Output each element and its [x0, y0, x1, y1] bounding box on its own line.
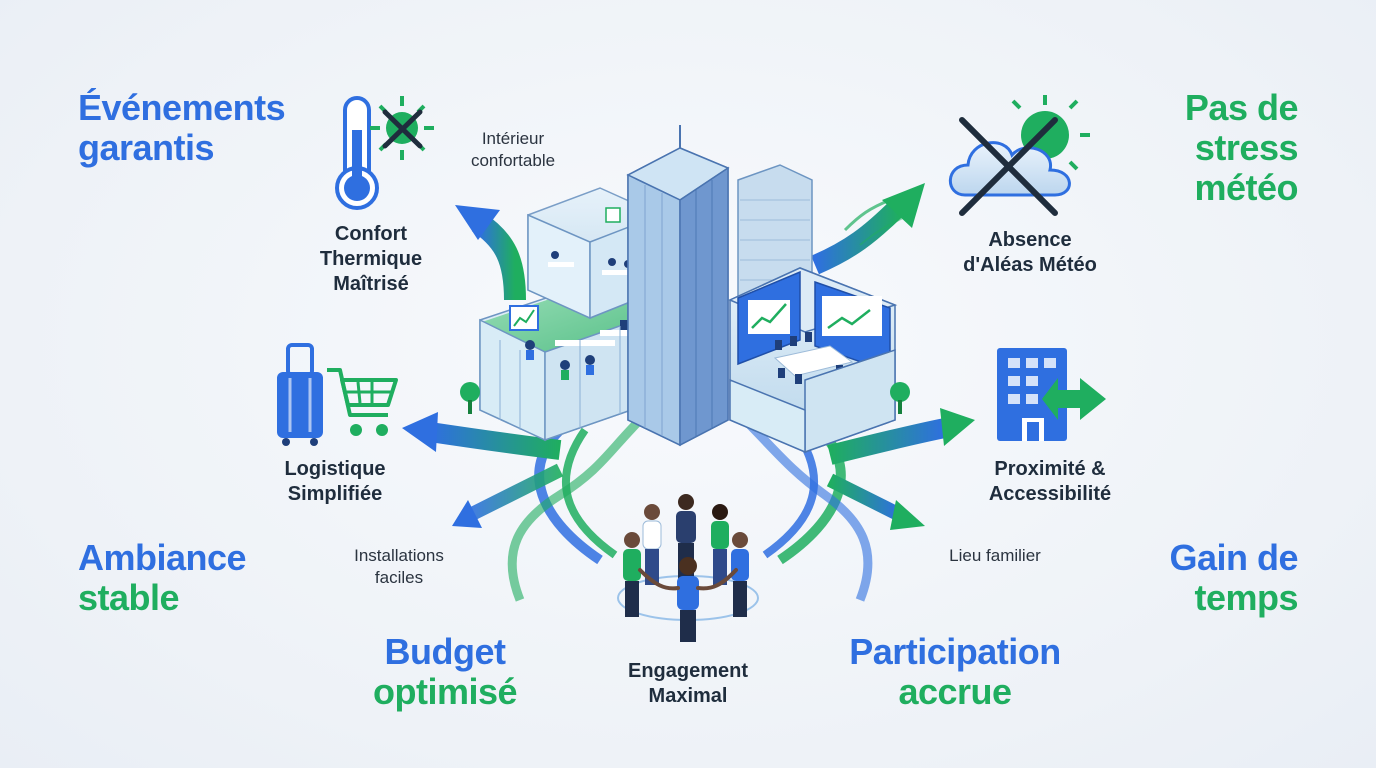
headline-weather-line1: Pas de: [1184, 87, 1299, 128]
feature-logistics-line2: Simplifiée: [287, 483, 383, 505]
feature-proximity: Proximité & Accessibilité: [965, 457, 1135, 507]
feature-logistics: Logistique Simplifiée: [260, 457, 410, 507]
headline-ambiance-line2: stable: [78, 577, 180, 618]
note-interior: Intérieur confortable: [448, 128, 578, 172]
arrow-to-proximity: [826, 408, 975, 530]
feature-logistics-line1: Logistique: [284, 458, 386, 480]
people-circle-icon: [617, 494, 759, 642]
arrow-to-thermal: [455, 205, 526, 301]
feature-engagement: Engagement Maximal: [603, 659, 773, 709]
headline-ambiance: Ambiance stable: [78, 537, 247, 618]
feature-engagement-line1: Engagement: [627, 660, 749, 682]
headline-time: Gain de temps: [1169, 538, 1298, 618]
headline-time-line1: Gain de: [1169, 537, 1298, 578]
headline-participation: Participation accrue: [820, 632, 1090, 712]
feature-weather-free: Absence d'Aléas Météo: [940, 228, 1120, 278]
note-interior-line2: confortable: [470, 151, 556, 170]
headline-participation-line2: accrue: [898, 671, 1012, 712]
office-building-illustration: [460, 125, 910, 454]
headline-participation-line1: Participation: [849, 631, 1061, 672]
feature-weather-free-line1: Absence: [988, 229, 1072, 251]
feature-weather-free-line2: d'Aléas Météo: [963, 254, 1097, 276]
feature-engagement-line2: Maximal: [648, 685, 728, 707]
headline-ambiance-line1: Ambiance: [78, 537, 247, 578]
no-sun-icon: [370, 96, 434, 160]
headline-events: Événements garantis: [78, 87, 286, 168]
arrow-to-weather: [811, 183, 925, 275]
headline-budget-line1: Budget: [384, 631, 506, 672]
note-interior-line1: Intérieur: [481, 129, 545, 148]
note-installations: Installations faciles: [334, 545, 464, 589]
no-weather-cloud-icon: [948, 95, 1090, 216]
feature-thermal-line1: Confort: [334, 223, 408, 245]
headline-budget-line2: optimisé: [372, 671, 518, 712]
headline-events-line1: Événements: [78, 87, 286, 128]
headline-weather-line2: stress: [1194, 127, 1299, 168]
headline-time-line2: temps: [1194, 577, 1298, 618]
note-installations-line1: Installations: [354, 546, 444, 565]
feature-proximity-line2: Accessibilité: [988, 483, 1112, 505]
arrow-to-logistics: [402, 412, 564, 528]
headline-weather-line3: météo: [1194, 167, 1298, 208]
feature-thermal-line3: Maîtrisé: [333, 273, 409, 295]
luggage-icon: [277, 343, 323, 446]
headline-weather: Pas de stress météo: [1184, 87, 1299, 208]
headline-events-line2: garantis: [78, 127, 215, 168]
building-exit-icon: [997, 348, 1106, 441]
feature-thermal-line2: Thermique: [319, 248, 423, 270]
feature-thermal: Confort Thermique Maîtrisé: [296, 222, 446, 297]
shopping-cart-icon: [327, 368, 398, 436]
thermometer-icon: [335, 96, 379, 210]
feature-proximity-line1: Proximité &: [994, 458, 1106, 480]
headline-budget: Budget optimisé: [355, 632, 535, 712]
note-familiar: Lieu familier: [949, 546, 1041, 565]
note-installations-line2: faciles: [374, 568, 424, 587]
